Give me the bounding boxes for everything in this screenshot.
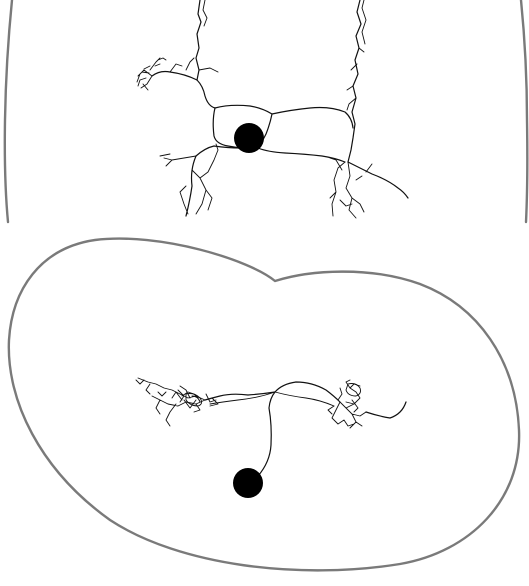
- primary-neurite: [258, 392, 275, 476]
- left-dendritic-tuft: [137, 58, 166, 90]
- region-outline-kidney-shape: [9, 239, 519, 571]
- left-lateral-branch: [152, 72, 197, 81]
- top-view-panel: [9, 239, 519, 571]
- lower-bridge: [258, 148, 345, 162]
- left-vertical-trunk: [196, 0, 201, 80]
- neuron-top-view: [136, 378, 406, 476]
- right-vertical-trunk: [348, 0, 361, 162]
- soma-top-view: [233, 468, 263, 498]
- left-arbor: [136, 378, 218, 426]
- front-view-panel: [5, 0, 528, 222]
- neuron-front-view: [137, 0, 408, 218]
- upper-bridge: [215, 105, 353, 128]
- left-projection: [205, 392, 275, 400]
- soma-front-view: [234, 123, 264, 153]
- right-projection: [275, 382, 340, 402]
